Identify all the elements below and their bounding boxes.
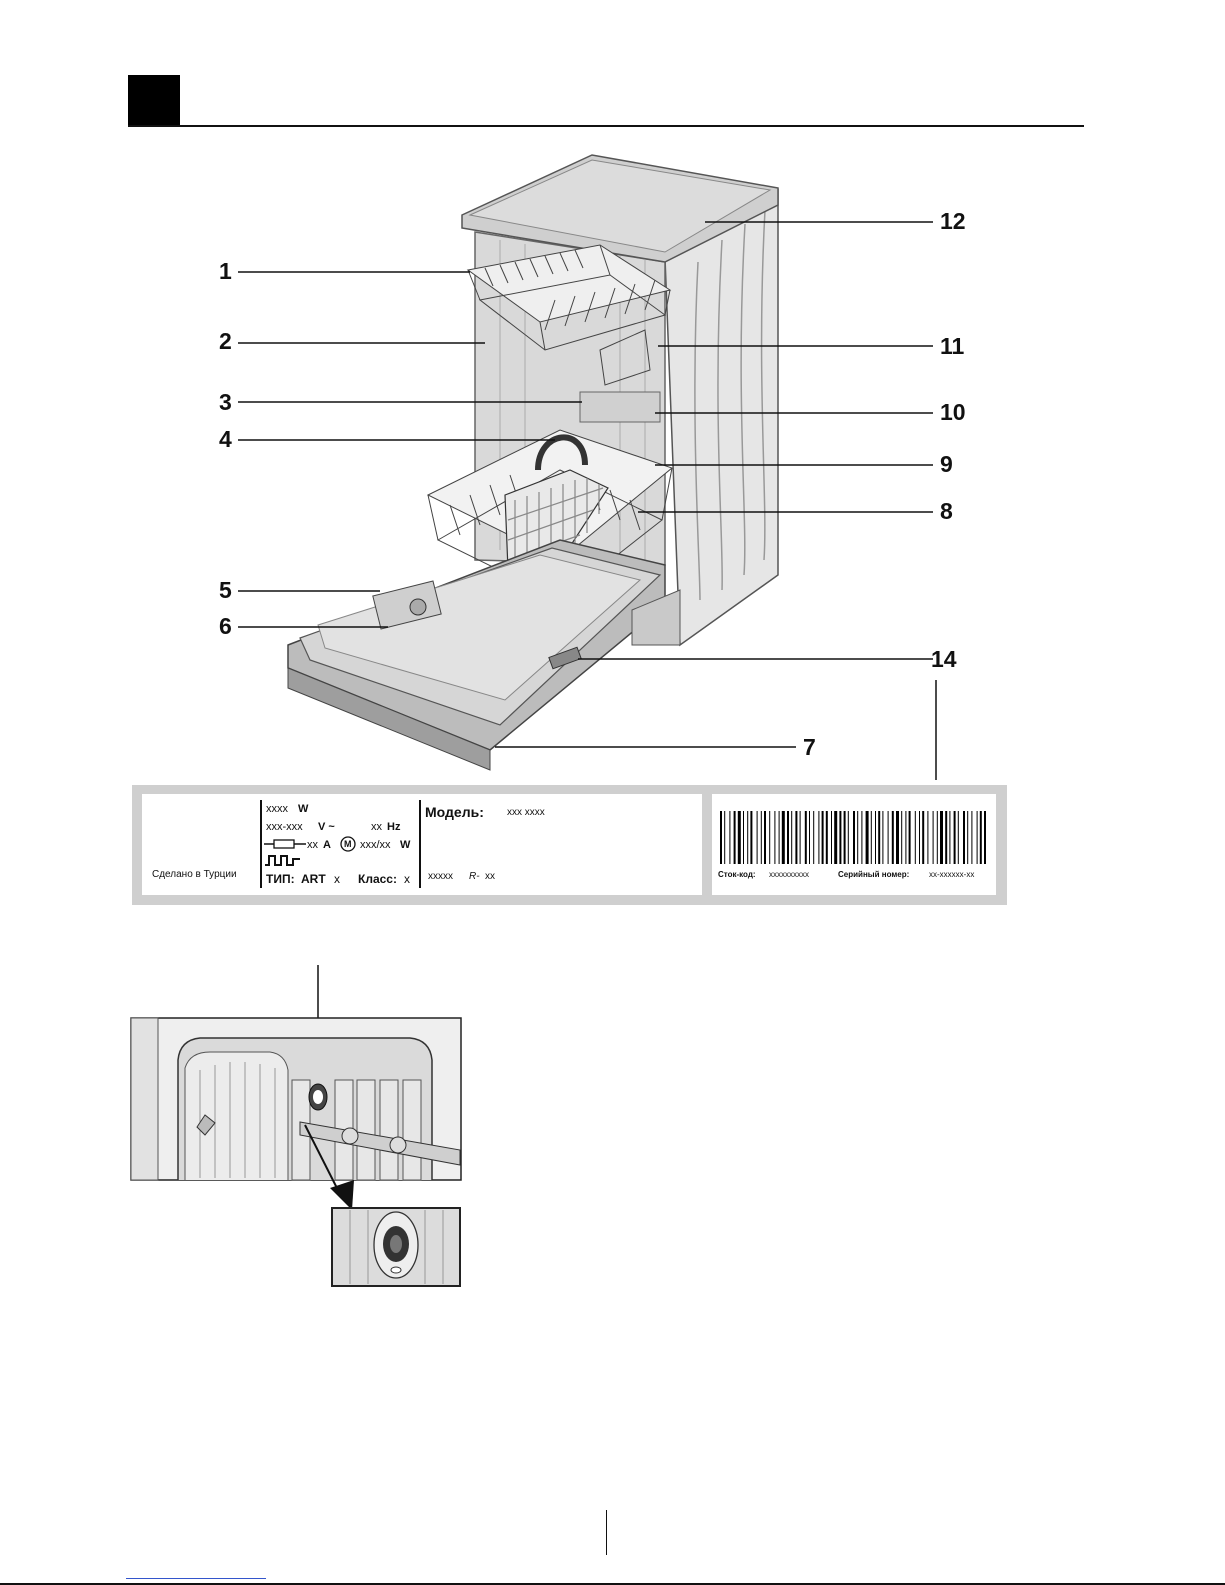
callout-7: 7 — [803, 736, 816, 759]
callout-4: 4 — [219, 428, 232, 451]
serial-number-value: xx-xxxxxx-xx — [929, 869, 974, 881]
current-unit: A — [323, 839, 331, 851]
power-unit: W — [298, 803, 308, 815]
current-value: xx — [307, 839, 318, 851]
callout-3: 3 — [219, 391, 232, 414]
page-gutter-mark — [606, 1510, 607, 1555]
callout-6: 6 — [219, 615, 232, 638]
footer-link-underline — [126, 1578, 266, 1579]
callout-10: 10 — [940, 401, 966, 424]
type-label: ТИП: — [266, 873, 295, 885]
motor-power-value: xxx/xx — [360, 839, 391, 851]
callout-2: 2 — [219, 330, 232, 353]
motor-symbol: M — [344, 838, 352, 850]
dishwasher-illustration — [0, 0, 1225, 780]
stock-code-label: Сток-код: — [718, 869, 756, 881]
model-label: Модель: — [425, 805, 484, 820]
plate-divider — [260, 800, 262, 888]
voltage-unit: V ~ — [318, 821, 335, 833]
motor-power-unit: W — [400, 839, 410, 851]
barcode-image — [718, 811, 990, 864]
callout-14: 14 — [931, 648, 957, 671]
filter-detail-illustration — [0, 960, 480, 1300]
fuse-icon — [264, 837, 306, 851]
callout-12: 12 — [940, 210, 966, 233]
type-code: x — [334, 873, 340, 885]
model-value: xxx xxxx — [507, 807, 545, 819]
serial-prefix: xxxxx — [428, 871, 453, 883]
plate-divider — [419, 800, 421, 888]
frequency-value: xx — [371, 821, 382, 833]
class-label: Класс: — [358, 873, 397, 885]
frequency-unit: Hz — [387, 821, 400, 833]
stock-code-value: xxxxxxxxxx — [769, 869, 809, 881]
serial-mark: R- — [469, 871, 480, 883]
class-value: x — [404, 873, 410, 885]
callout-5: 5 — [219, 579, 232, 602]
made-in-text: Сделано в Турции — [152, 869, 237, 881]
type-value: ART — [301, 873, 326, 885]
callout-9: 9 — [940, 453, 953, 476]
voltage-value: xxx-xxx — [266, 821, 303, 833]
power-value: xxxx — [266, 803, 288, 815]
serial-number-label: Серийный номер: — [838, 869, 909, 881]
callout-8: 8 — [940, 500, 953, 523]
callout-1: 1 — [219, 260, 232, 283]
callout-11: 11 — [940, 335, 964, 358]
serial-suffix: xx — [485, 871, 495, 883]
pulse-heater-icon — [264, 853, 302, 867]
